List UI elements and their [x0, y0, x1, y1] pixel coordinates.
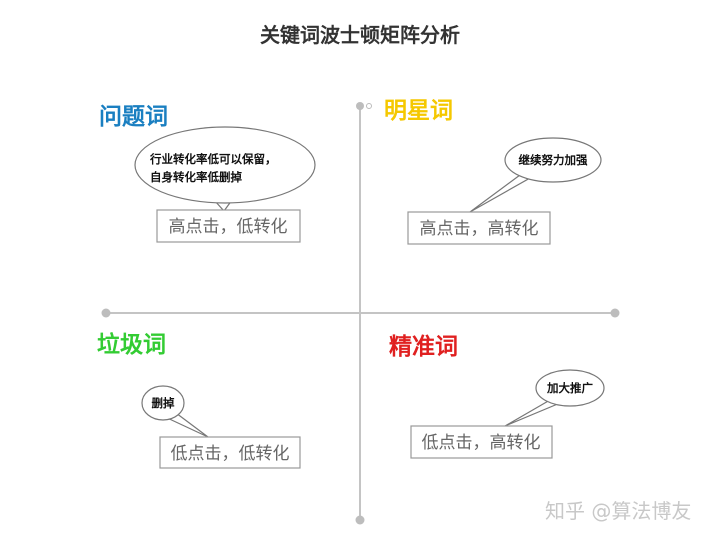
quadrant-label-precise: 精准词 [389, 334, 458, 360]
quadrant-label-junk: 垃圾词 [97, 331, 166, 358]
speech-bubble-question: 行业转化率低可以保留， 自身转化率低删掉 [134, 126, 316, 212]
quadrant-label-star: 明星词 [384, 98, 453, 124]
diagram-title: 关键词波士顿矩阵分析 [260, 23, 460, 47]
watermark: 知乎 @算法博友 [545, 499, 691, 523]
speech-bubble-precise: 加大推广 [504, 369, 605, 427]
svg-text:高点击，高转化: 高点击，高转化 [420, 219, 539, 239]
box-low-click-low-conversion: 低点击，低转化 [159, 436, 301, 469]
svg-text:删掉: 删掉 [152, 396, 175, 410]
svg-text:继续努力加强: 继续努力加强 [519, 153, 588, 167]
svg-text:低点击，低转化: 低点击，低转化 [171, 444, 290, 464]
box-high-click-low-conversion: 高点击，低转化 [156, 209, 301, 243]
axis-endpoint-top [356, 102, 364, 110]
axis-endpoint-right [610, 308, 620, 318]
axis-endpoint-left [101, 308, 111, 318]
bubble-text-line-2: 自身转化率低删掉 [150, 170, 242, 184]
speech-bubble-junk: 删掉 [141, 385, 209, 438]
box-low-click-high-conversion: 低点击，高转化 [410, 425, 553, 459]
axis-endpoint-top-ring [366, 103, 372, 109]
box-high-click-high-conversion: 高点击，高转化 [407, 211, 551, 245]
axis-endpoint-bottom [355, 515, 365, 525]
svg-text:低点击，高转化: 低点击，高转化 [422, 433, 541, 453]
quadrant-label-question: 问题词 [99, 104, 168, 130]
svg-text:高点击，低转化: 高点击，低转化 [169, 217, 288, 237]
speech-bubble-star: 继续努力加强 [469, 137, 602, 213]
bubble-text-line-1: 行业转化率低可以保留， [149, 152, 277, 166]
svg-text:加大推广: 加大推广 [546, 381, 593, 395]
